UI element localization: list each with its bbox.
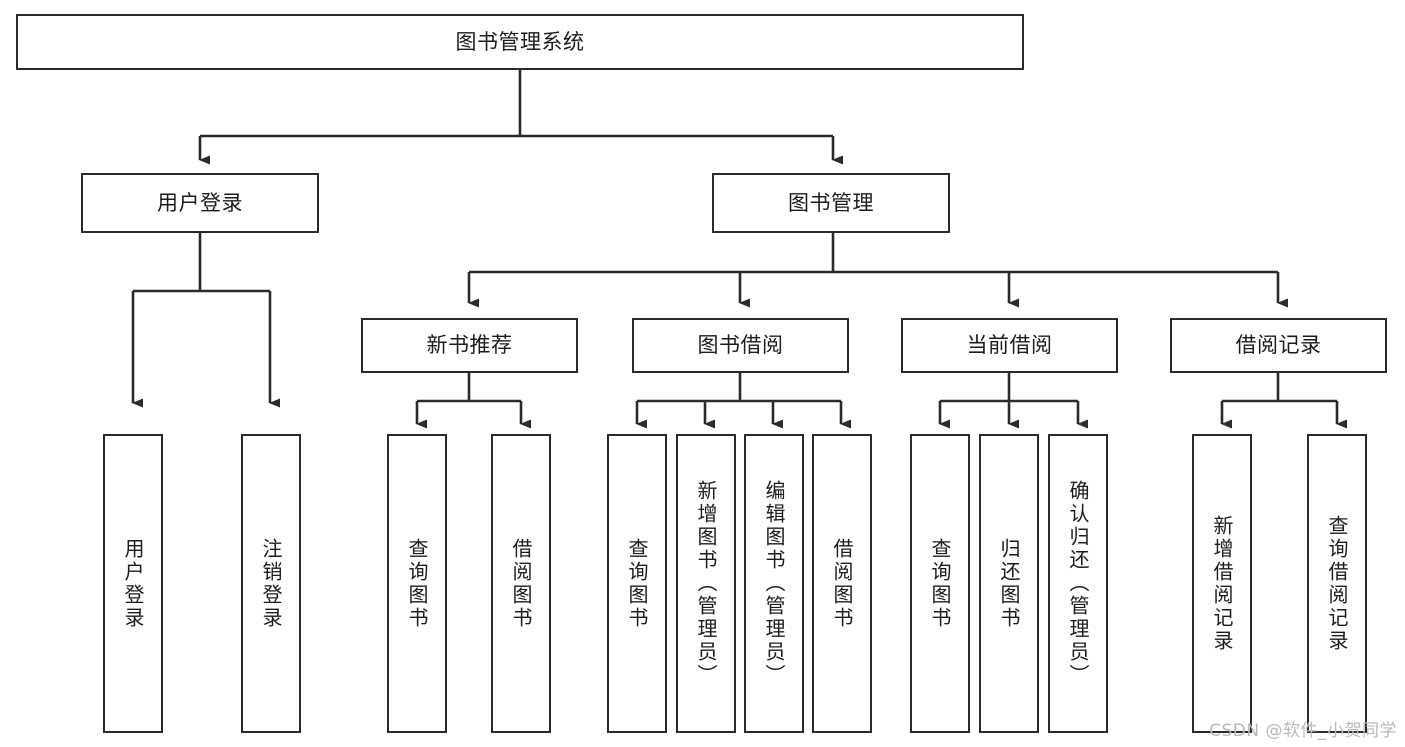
node-leaf-query-book-2[interactable]: 查询图书 <box>607 434 667 733</box>
node-leaf-query-record-label: 查询借阅记录 <box>1325 514 1349 653</box>
node-borrow-record[interactable]: 借阅记录 <box>1170 318 1387 373</box>
node-leaf-borrow-book-1[interactable]: 借阅图书 <box>491 434 551 733</box>
node-new-book-recommend-label: 新书推荐 <box>426 333 513 358</box>
node-leaf-add-record-label: 新增借阅记录 <box>1210 514 1234 653</box>
node-leaf-query-book-1-label: 查询图书 <box>405 537 429 630</box>
node-leaf-borrow-book-2-label: 借阅图书 <box>830 537 854 630</box>
node-leaf-query-book-1[interactable]: 查询图书 <box>387 434 447 733</box>
node-root-label: 图书管理系统 <box>455 29 585 54</box>
node-borrow-record-label: 借阅记录 <box>1235 333 1322 358</box>
node-leaf-query-record[interactable]: 查询借阅记录 <box>1307 434 1367 733</box>
node-leaf-query-book-3[interactable]: 查询图书 <box>910 434 970 733</box>
node-book-borrow-label: 图书借阅 <box>697 333 784 358</box>
node-new-book-recommend[interactable]: 新书推荐 <box>361 318 578 373</box>
node-leaf-logout-label: 注销登录 <box>259 537 283 630</box>
node-leaf-edit-book-label: 编辑图书（管理员） <box>762 480 786 687</box>
node-leaf-borrow-book-2[interactable]: 借阅图书 <box>812 434 872 733</box>
node-leaf-query-book-3-label: 查询图书 <box>928 537 952 630</box>
node-leaf-return-book[interactable]: 归还图书 <box>979 434 1039 733</box>
node-leaf-logout[interactable]: 注销登录 <box>241 434 301 733</box>
node-book-borrow[interactable]: 图书借阅 <box>632 318 849 373</box>
node-leaf-confirm-return[interactable]: 确认归还（管理员） <box>1048 434 1108 733</box>
node-leaf-return-book-label: 归还图书 <box>997 537 1021 630</box>
node-leaf-add-book-label: 新增图书（管理员） <box>694 480 718 687</box>
node-current-borrow[interactable]: 当前借阅 <box>901 318 1118 373</box>
node-leaf-add-record[interactable]: 新增借阅记录 <box>1192 434 1252 733</box>
node-root[interactable]: 图书管理系统 <box>16 14 1024 70</box>
node-leaf-borrow-book-1-label: 借阅图书 <box>509 537 533 630</box>
node-leaf-confirm-return-label: 确认归还（管理员） <box>1066 480 1090 687</box>
node-leaf-add-book[interactable]: 新增图书（管理员） <box>676 434 736 733</box>
node-book-manage[interactable]: 图书管理 <box>712 173 950 233</box>
node-book-manage-label: 图书管理 <box>788 190 874 215</box>
node-leaf-user-login-label: 用户登录 <box>121 537 145 630</box>
csdn-watermark: CSDN @软件_小贺同学 <box>1209 721 1397 741</box>
node-leaf-user-login[interactable]: 用户登录 <box>103 434 163 733</box>
node-user-login[interactable]: 用户登录 <box>81 173 319 233</box>
node-current-borrow-label: 当前借阅 <box>966 333 1053 358</box>
node-user-login-label: 用户登录 <box>157 190 243 215</box>
node-leaf-query-book-2-label: 查询图书 <box>625 537 649 630</box>
node-leaf-edit-book[interactable]: 编辑图书（管理员） <box>744 434 804 733</box>
